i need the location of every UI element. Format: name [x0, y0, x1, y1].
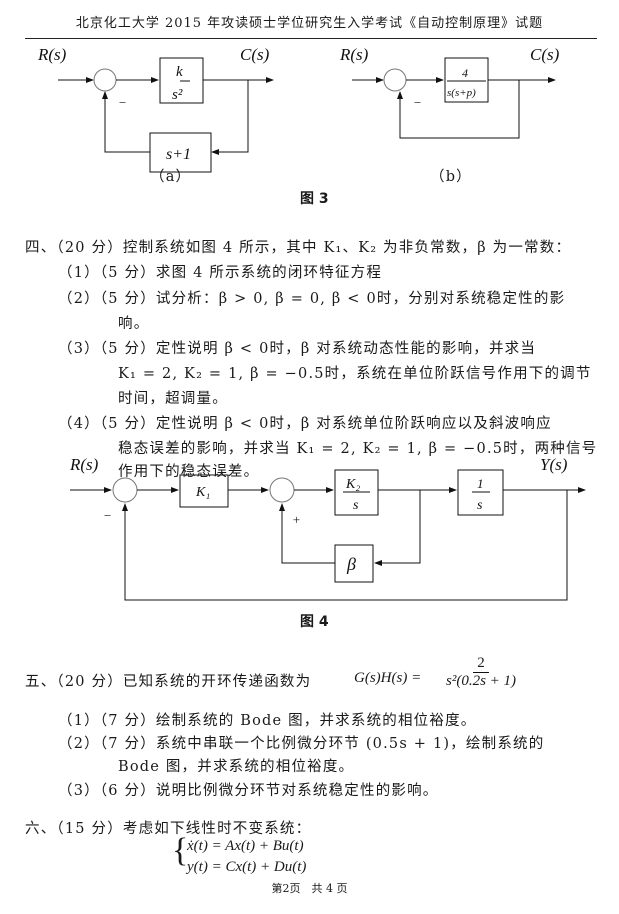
q6-brace: { — [172, 832, 189, 869]
q5-transfer-lhs: G(s)H(s) = — [354, 670, 422, 686]
q4-item-4-cont: 稳态误差的影响，并求当 K₁ = 2, K₂ = 1, β = −0.5时，两种… — [118, 441, 598, 457]
fig3a-forward-num: k — [176, 64, 183, 80]
q4-stem: 四、（20 分）控制系统如图 4 所示，其中 K₁、K₂ 为非负常数，β 为一常… — [25, 240, 572, 256]
q6-equation-1: ẋ(t) = Ax(t) + Bu(t) — [187, 838, 304, 854]
page-header: 北京化工大学 2015 年攻读硕士学位研究生入学考试《自动控制原理》试题 — [75, 16, 544, 31]
q4-item-1: （1）（5 分）求图 4 所示系统的闭环特征方程 — [58, 265, 383, 281]
fig4-k2-num: K₂ — [345, 477, 360, 492]
fig3b-minus-sign: − — [413, 95, 422, 110]
header-rule — [25, 38, 597, 39]
q4-item-3: （3）（5 分）定性说明 β < 0时，β 对系统动态性能的影响，并求当 — [58, 341, 537, 357]
fig4-int-num: 1 — [477, 476, 484, 491]
fig4-plus-sign: + — [292, 512, 301, 527]
q5-item-3: （3）（6 分）说明比例微分环节对系统稳定性的影响。 — [58, 783, 439, 799]
fig3a-forward-den: s² — [172, 87, 183, 103]
fig4-minus-sign: − — [103, 508, 112, 523]
fig4-caption: 图 4 — [300, 614, 329, 630]
q5-transfer-fraction: 2 s²(0.2s + 1) — [446, 655, 516, 690]
fig3b-output-label: C(s) — [530, 45, 560, 64]
q5-item-2-cont: Bode 图，并求系统的相位裕度。 — [118, 759, 355, 775]
q4-item-3-cont2: 时间，超调量。 — [118, 391, 228, 407]
page-footer: 第2页 共 4 页 — [271, 882, 348, 895]
fig3b-input-label: R(s) — [339, 45, 369, 64]
fig3b-forward-den: s(s+p) — [447, 87, 476, 99]
fig3a-input-label: R(s) — [37, 45, 67, 64]
fig4-output-label: Y(s) — [540, 455, 568, 474]
q5-denominator: s²(0.2s + 1) — [446, 673, 517, 689]
fig4-beta-block: β — [346, 554, 356, 574]
q5-numerator: 2 — [473, 655, 489, 673]
q6-stem: 六、（15 分）考虑如下线性时不变系统： — [25, 821, 312, 837]
fig4-input-label: R(s) — [69, 455, 99, 474]
fig3a-output-label: C(s) — [240, 45, 270, 64]
q4-item-4-cont2: 作用下的稳态误差。 — [118, 464, 260, 480]
q4-item-3-cont: K₁ = 2, K₂ = 1, β = −0.5时，系统在单位阶跃信号作用下的调… — [118, 366, 592, 382]
fig3b-diagram — [352, 57, 556, 139]
fig3a-minus-sign: − — [118, 95, 127, 110]
fig4-diagram — [70, 469, 586, 601]
fig3-caption: 图 3 — [300, 191, 329, 207]
fig4-k1-block: K₁ — [195, 485, 210, 500]
fig3a-caption: （a） — [150, 169, 192, 185]
fig4-int-den: s — [477, 498, 483, 513]
q6-equation-2: y(t) = Cx(t) + Du(t) — [187, 859, 307, 875]
q4-item-2-cont: 响。 — [118, 316, 150, 332]
q5-item-1: （1）（7 分）绘制系统的 Bode 图，并求系统的相位裕度。 — [58, 713, 477, 729]
q4-item-4: （4）（5 分）定性说明 β < 0时，β 对系统单位阶跃响应以及斜波响应 — [58, 416, 552, 432]
fig3b-caption: （b） — [430, 169, 472, 185]
q4-item-2: （2）（5 分）试分析：β > 0, β = 0, β < 0时，分别对系统稳定… — [58, 291, 566, 307]
fig3a-diagram — [58, 57, 274, 173]
fig3b-forward-num: 4 — [462, 66, 468, 80]
q5-stem: 五、（20 分）已知系统的开环传递函数为 — [25, 674, 312, 690]
fig3a-feedback-block: s+1 — [166, 146, 191, 163]
q5-item-2: （2）（7 分）系统中串联一个比例微分环节 (0.5s + 1)，绘制系统的 — [58, 736, 545, 752]
fig4-k2-den: s — [353, 498, 359, 513]
